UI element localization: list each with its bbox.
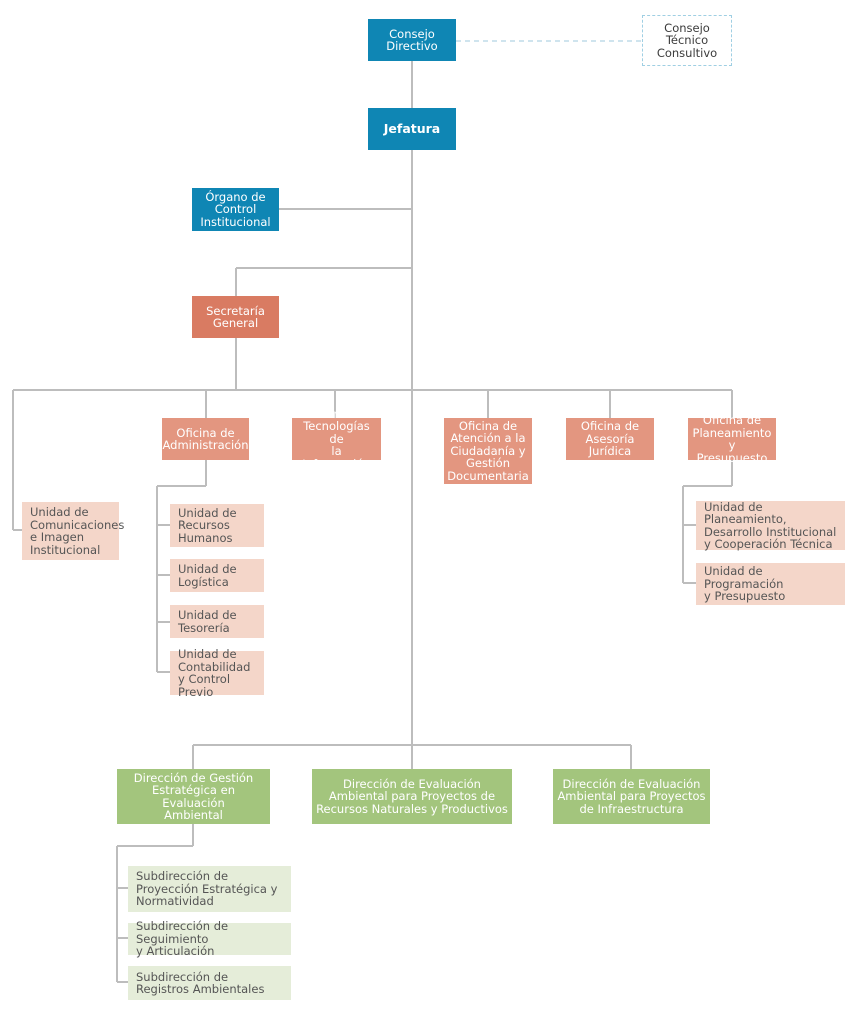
node-unidad-rrhh: Unidad de Recursos Humanos [170,504,264,547]
node-label: Oficina de Administración [162,425,249,452]
node-direccion-infraestructura: Dirección de Evaluación Ambiental para P… [553,769,710,824]
node-label: Unidad de Recursos Humanos [178,505,237,545]
node-sub-seguimiento: Subdirección de Seguimiento y Articulaci… [128,919,291,959]
node-label: Dirección de Evaluación Ambiental para P… [316,776,508,816]
node-label: Unidad de Planeamiento, Desarrollo Insti… [704,499,837,551]
node-label: Órgano de Control Institucional [200,189,271,229]
node-unidad-contabilidad: Unidad de Contabilidad y Control Previo [170,647,264,699]
node-organo-control: Órgano de Control Institucional [192,188,279,231]
node-label: Jefatura [383,120,441,136]
node-oficina-planeamiento: Oficina de Planeamiento y Presupuesto [688,414,776,464]
node-label: Subdirección de Proyección Estratégica y… [136,869,278,909]
node-label: Oficina de Asesoría Jurídica [580,419,640,459]
node-oficina-tecnologias: Oficina de Tecnologías de la Información [292,408,381,470]
node-label: Secretaría General [206,303,265,330]
node-consejo-tecnico: Consejo Técnico Consultivo [642,15,732,66]
node-label: Unidad de Programación y Presupuesto [704,564,786,604]
node-unidad-planeamiento: Unidad de Planeamiento, Desarrollo Insti… [696,499,845,551]
node-oficina-asesoria: Oficina de Asesoría Jurídica [566,418,654,460]
node-oficina-administracion: Oficina de Administración [162,418,249,460]
node-label: Subdirección de Seguimiento y Articulaci… [136,919,229,959]
node-unidad-tesoreria: Unidad de Tesorería [170,605,264,638]
node-label: Oficina de Tecnologías de la Información [302,406,371,471]
node-sub-registros: Subdirección de Registros Ambientales [128,966,291,1000]
node-sub-proyeccion: Subdirección de Proyección Estratégica y… [128,866,291,912]
node-label: Subdirección de Registros Ambientales [136,969,265,996]
node-label: Consejo Técnico Consultivo [656,20,718,60]
node-label: Consejo Directivo [386,26,438,53]
node-label: Unidad de Contabilidad y Control Previo [178,647,251,699]
node-direccion-recursos: Dirección de Evaluación Ambiental para P… [312,769,512,824]
node-label: Unidad de Tesorería [178,608,237,635]
node-consejo-directivo: Consejo Directivo [368,19,456,61]
node-secretaria-general: Secretaría General [192,296,279,338]
node-unidad-programacion: Unidad de Programación y Presupuesto [696,563,845,605]
node-label: Dirección de Evaluación Ambiental para P… [557,776,706,816]
node-label: Oficina de Planeamiento y Presupuesto [692,413,772,465]
node-unidad-logistica: Unidad de Logística [170,559,264,592]
node-oficina-atencion: Oficina de Atención a la Ciudadanía y Ge… [444,418,532,484]
node-label: Unidad de Logística [178,562,237,589]
node-label: Dirección de Gestión Estratégica en Eval… [133,770,254,822]
node-jefatura: Jefatura [368,108,456,150]
node-unidad-comunicaciones: Unidad de Comunicaciones e Imagen Instit… [22,502,124,560]
node-label: Unidad de Comunicaciones e Imagen Instit… [30,505,125,557]
node-label: Oficina de Atención a la Ciudadanía y Ge… [447,418,529,483]
node-direccion-gestion: Dirección de Gestión Estratégica en Eval… [117,769,270,824]
